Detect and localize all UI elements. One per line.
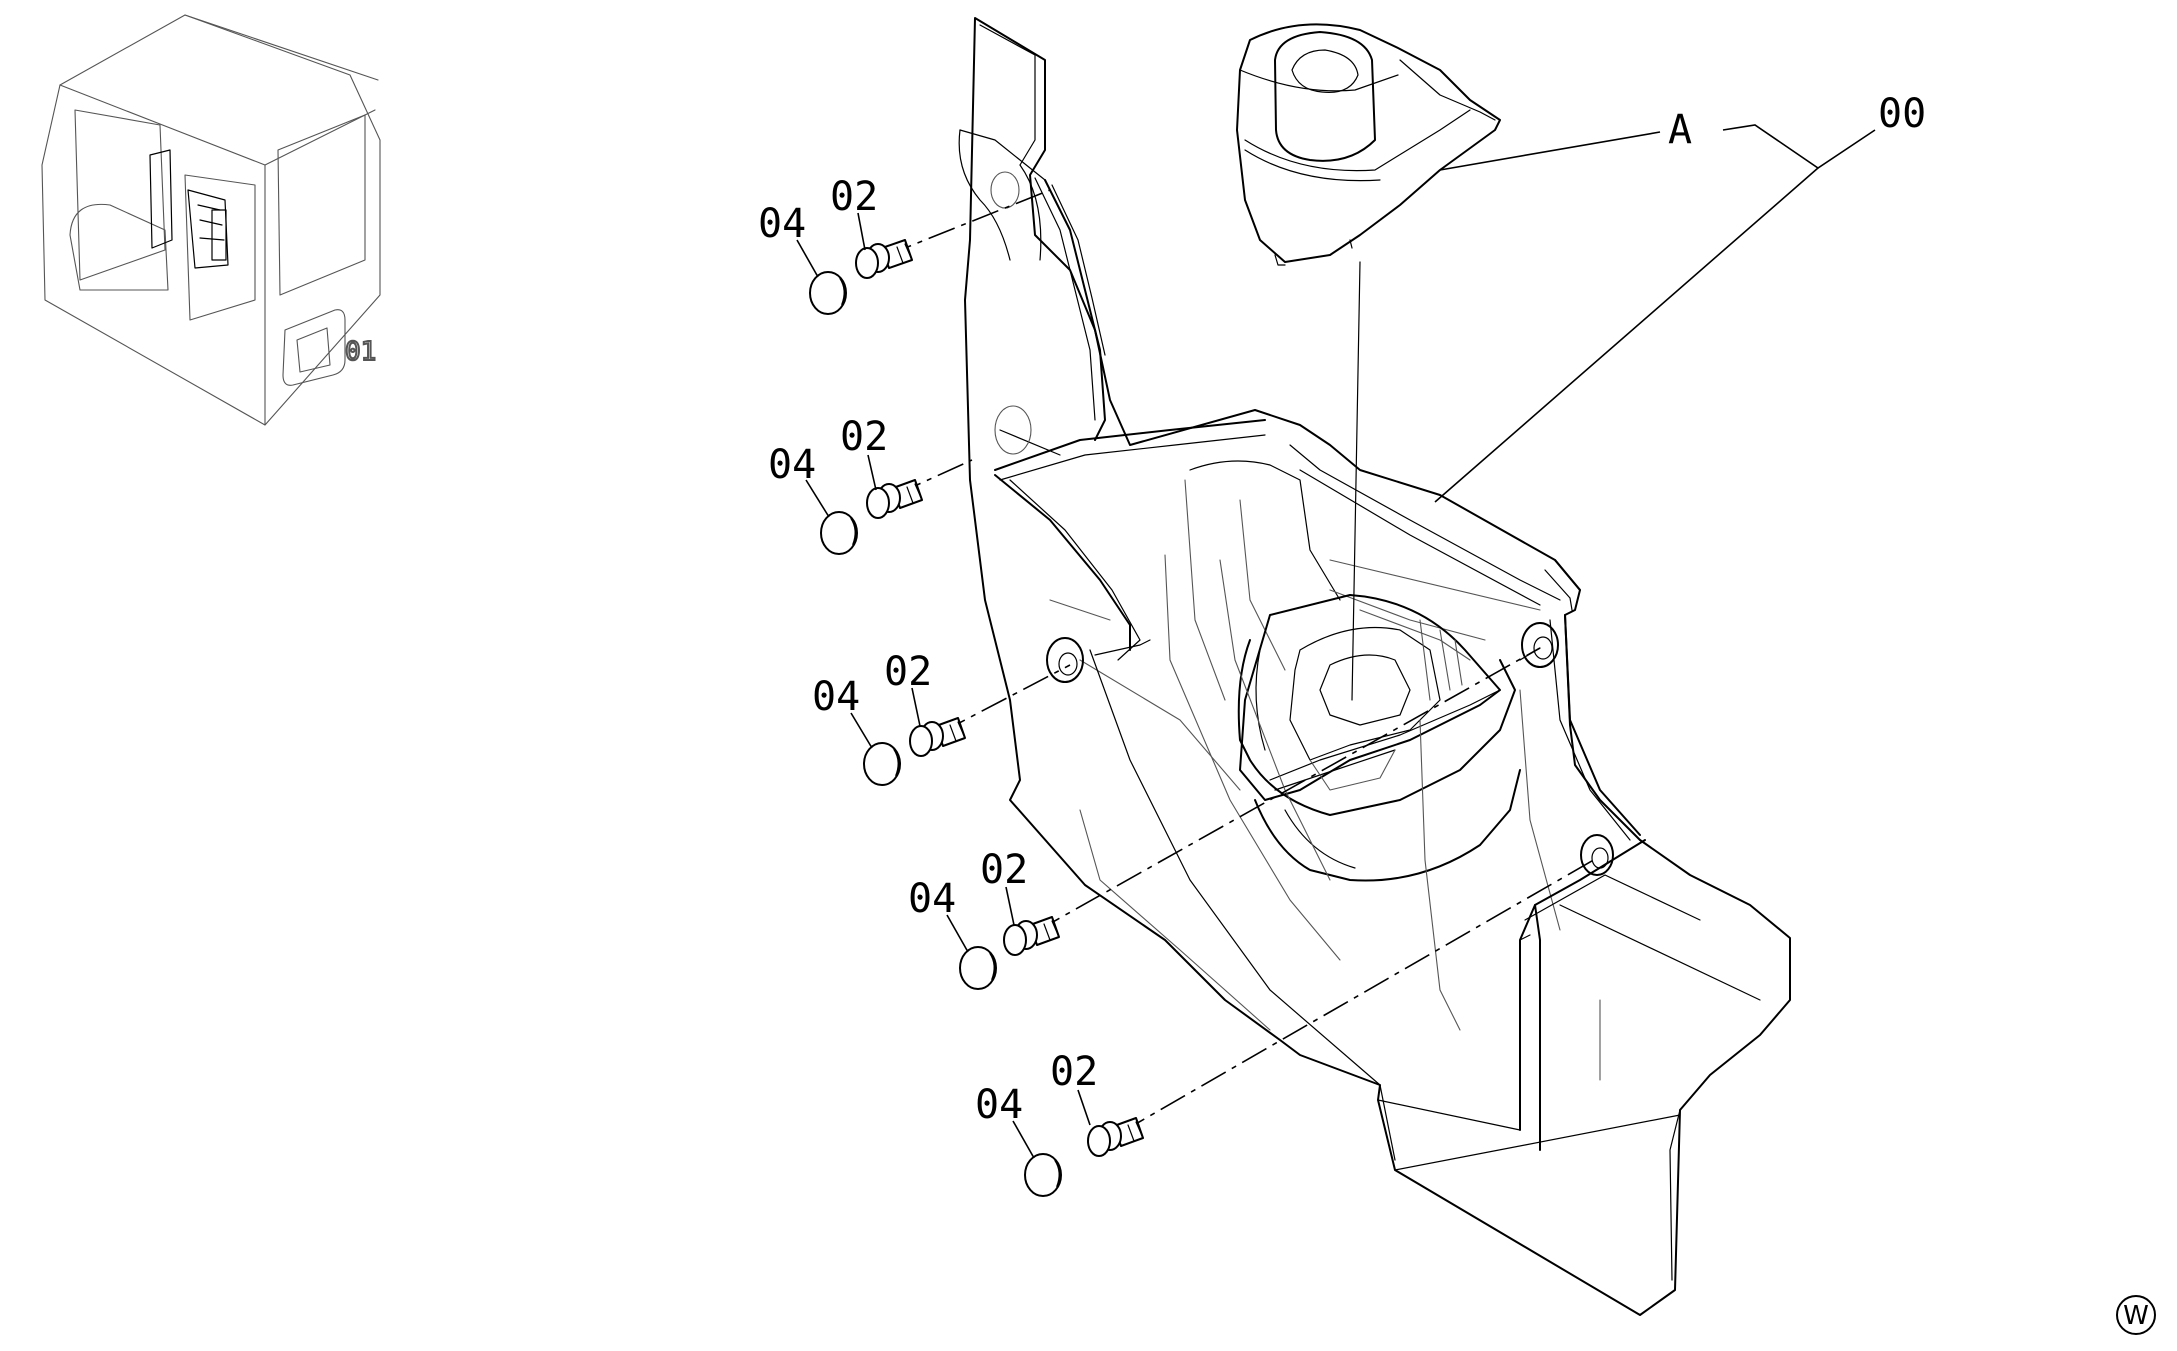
label-04: 04 <box>908 876 956 922</box>
cup-holder-center-line <box>1351 261 1361 701</box>
label-02: 02 <box>884 649 932 695</box>
cap-04 <box>1024 1153 1062 1197</box>
mounting-hole <box>1580 834 1614 876</box>
label-02: 02 <box>1050 1049 1098 1095</box>
cap-04 <box>863 742 901 786</box>
cup-holder-insert <box>1236 23 1501 266</box>
fastener-set-2: 02 04 <box>768 414 973 555</box>
install-axis-line <box>1034 647 1541 933</box>
install-axis-line <box>884 189 1051 257</box>
fastener-set-1: 02 04 <box>758 174 1051 315</box>
fastener-set-5: 02 04 <box>975 857 1598 1197</box>
cap-04 <box>959 946 997 990</box>
corner-mark: W <box>2116 1295 2156 1335</box>
fastener-set-3: 02 04 <box>812 649 1071 786</box>
leader-00-panel <box>1434 167 1819 503</box>
leader-00 <box>1722 124 1876 169</box>
label-04: 04 <box>975 1082 1023 1128</box>
label-04: 04 <box>768 442 816 488</box>
screw-02 <box>866 479 923 519</box>
screw-02 <box>909 717 966 757</box>
screw-02 <box>1003 916 1060 956</box>
corner-mark-letter: W <box>2123 1301 2149 1331</box>
label-a: A <box>1668 107 1692 153</box>
leader-a <box>1439 131 1661 171</box>
fastener-set-4: 02 04 <box>908 647 1541 990</box>
label-02: 02 <box>840 414 888 460</box>
label-00: 00 <box>1878 91 1926 137</box>
install-axis-line <box>1119 857 1598 1134</box>
mounting-hole <box>1521 622 1559 668</box>
cap-04 <box>809 271 847 315</box>
label-04: 04 <box>812 674 860 720</box>
screw-02 <box>1087 1117 1144 1157</box>
label-02: 02 <box>980 847 1028 893</box>
inset-number-label: 01 <box>345 337 376 367</box>
label-02: 02 <box>830 174 878 220</box>
cab-inset: 01 <box>41 14 381 426</box>
cap-04 <box>820 511 858 555</box>
mounting-hole <box>1046 637 1084 683</box>
install-axis-line <box>939 664 1071 734</box>
label-04: 04 <box>758 201 806 247</box>
console-cover-panel <box>958 17 1791 1316</box>
screw-02 <box>855 239 913 279</box>
